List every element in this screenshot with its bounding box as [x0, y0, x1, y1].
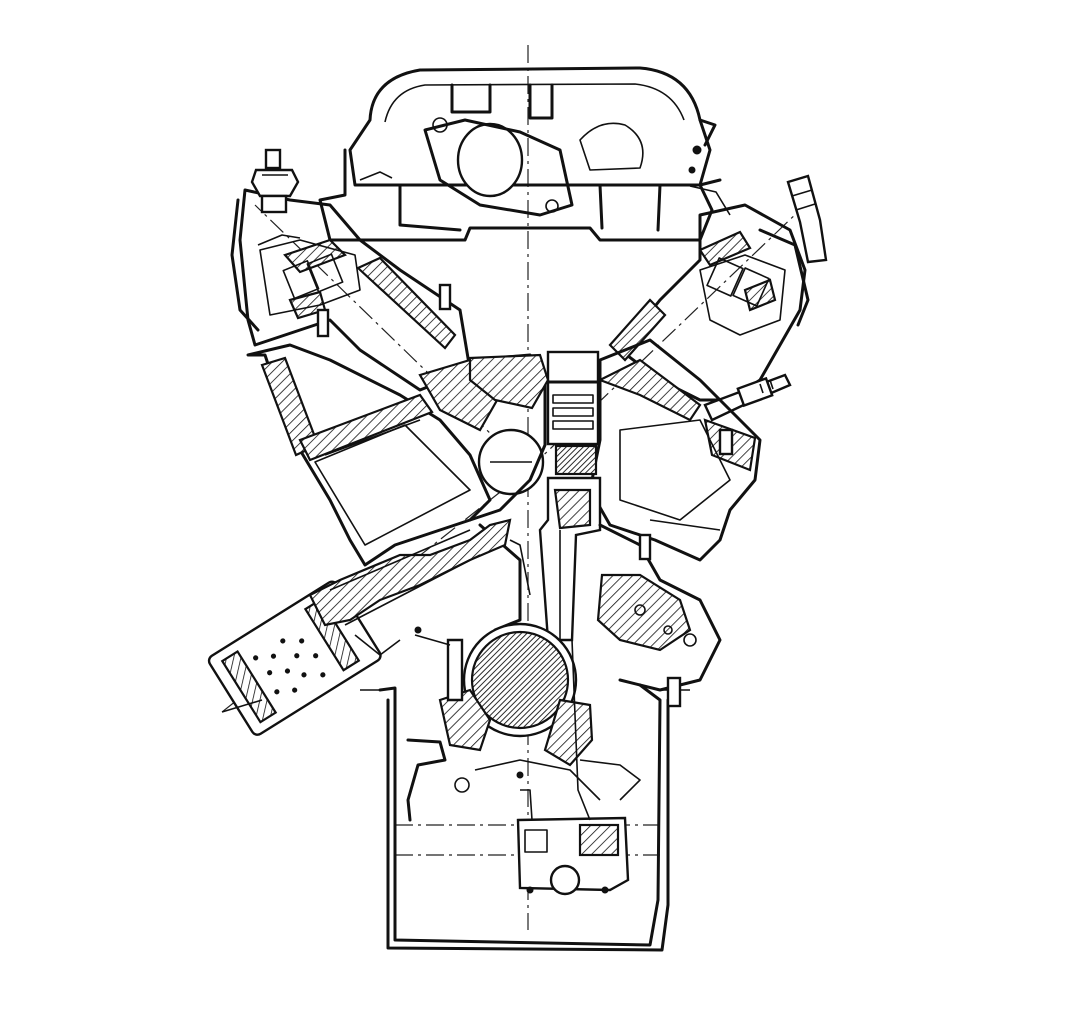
leader-line: [221, 699, 263, 713]
left-cylinder-head: [230, 188, 472, 392]
piston-assembly: [477, 350, 602, 642]
right-cylinder-bank: [588, 338, 762, 562]
oil-pump-pickup: [454, 639, 630, 896]
oil-pan: [360, 676, 690, 952]
crankshaft-counterweight: [414, 622, 594, 767]
oil-filter-mount: [308, 518, 512, 656]
left-sensor-fitting: [250, 148, 300, 214]
intake-manifold: [348, 66, 717, 217]
manifold-runners: [318, 148, 731, 242]
right-hose-fitting: [786, 174, 828, 264]
fastener-details: [316, 283, 734, 779]
left-cylinder-bank: [246, 343, 502, 567]
spark-plug: [703, 373, 792, 422]
